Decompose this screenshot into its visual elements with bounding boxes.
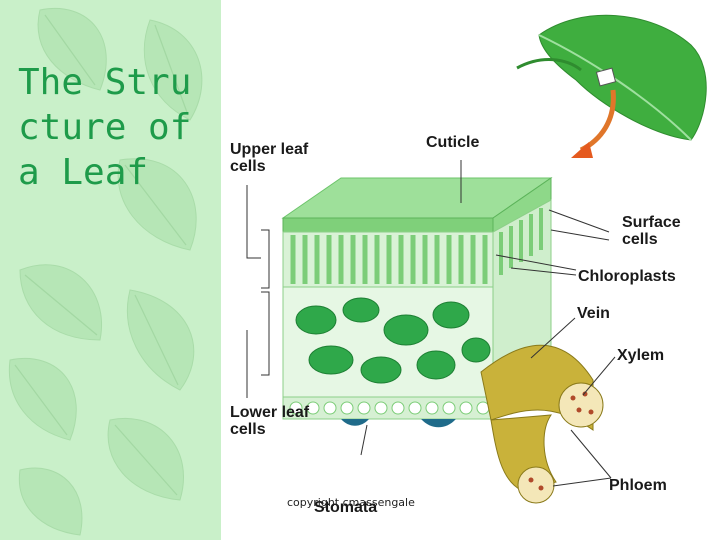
- label-upper-leaf-cells: Upper leaf cells: [230, 141, 309, 175]
- vein-bundle: [480, 344, 604, 504]
- label-surface-cells: Surface cells: [622, 214, 681, 248]
- label-vein: Vein: [577, 305, 610, 322]
- page-title: The Structure of a Leaf: [18, 62, 192, 193]
- whole-leaf-icon: [516, 14, 707, 158]
- label-chloroplasts: Chloroplasts: [578, 268, 676, 285]
- label-phloem: Phloem: [609, 477, 667, 494]
- label-lower-leaf-cells: Lower leaf cells: [230, 404, 310, 438]
- label-stomata: Stomata: [314, 499, 378, 516]
- copyright-note: copyright cmassengale: [287, 496, 415, 509]
- label-cuticle: Cuticle: [426, 134, 480, 151]
- leaf-diagram-panel: Upper leaf cells Cuticle Surface cells C…: [221, 0, 720, 540]
- leaf-cross-section-illustration: [246, 14, 707, 504]
- label-xylem: Xylem: [617, 347, 665, 364]
